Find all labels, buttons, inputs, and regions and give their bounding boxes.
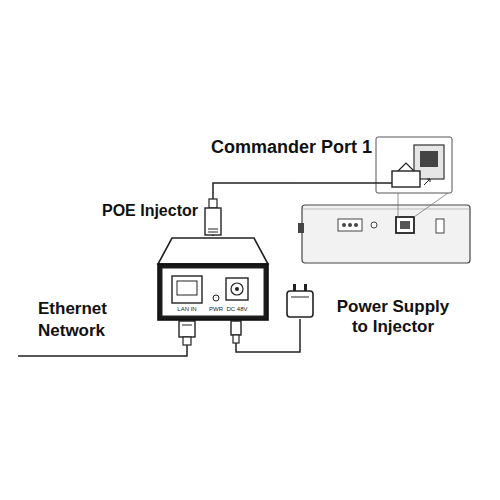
dc-plug-body bbox=[231, 321, 241, 335]
terminal-screw bbox=[354, 223, 358, 227]
dc-jack-ring bbox=[231, 283, 243, 295]
terminal-block bbox=[338, 219, 362, 231]
inset-port-opening bbox=[420, 151, 438, 167]
lan-port bbox=[172, 276, 202, 303]
adapter-body bbox=[287, 291, 313, 317]
dc-jack bbox=[226, 278, 248, 300]
rj45-plug-lan bbox=[179, 321, 195, 345]
injector-heading: POE Injector bbox=[102, 202, 198, 220]
lan-port-opening bbox=[177, 281, 197, 295]
dc-plug bbox=[231, 321, 241, 343]
injector-top bbox=[158, 238, 268, 264]
ethernet-port bbox=[396, 217, 414, 233]
plug-contacts bbox=[182, 325, 192, 326]
status-led bbox=[371, 222, 377, 228]
power-adapter-outline bbox=[283, 283, 317, 319]
terminal-screw bbox=[342, 223, 346, 227]
dc-jack-pin bbox=[235, 287, 239, 291]
power-led bbox=[213, 295, 219, 301]
device-heading: Commander Port 1 bbox=[211, 137, 372, 158]
poe-injector: POE InjectorLAN INPWRDC 48V bbox=[158, 236, 268, 320]
port-label: LAN IN bbox=[177, 306, 196, 312]
plug-contacts bbox=[208, 229, 218, 230]
adapter-detail bbox=[291, 297, 309, 298]
power-adapter: Power Supply to Injector bbox=[283, 283, 317, 319]
adapter-heading: Power Supply to Injector bbox=[327, 297, 459, 336]
insert-arrow bbox=[424, 179, 430, 185]
injector-panel bbox=[162, 268, 264, 316]
plug-tab bbox=[398, 163, 414, 171]
device-body bbox=[302, 205, 470, 263]
plug-body bbox=[205, 208, 221, 235]
port-opening bbox=[400, 221, 410, 229]
terminal-screw bbox=[348, 223, 352, 227]
led-label: PWR bbox=[209, 306, 223, 312]
device-edge bbox=[303, 209, 469, 210]
rj45-plug-top bbox=[205, 199, 221, 235]
injector-front bbox=[158, 264, 268, 320]
zoom-line bbox=[398, 193, 399, 217]
dc-plug-boot bbox=[233, 335, 239, 343]
plug-boot bbox=[209, 199, 217, 208]
cable-connector bbox=[213, 183, 298, 236]
inset-plug bbox=[392, 171, 420, 187]
cable-continuation bbox=[298, 182, 392, 184]
plug-boot bbox=[183, 337, 191, 345]
ethernet-wire bbox=[18, 345, 187, 356]
plug-body bbox=[179, 321, 195, 337]
zoom-line bbox=[414, 193, 448, 217]
antenna-connector bbox=[298, 223, 304, 233]
jack-label: DC 48V bbox=[226, 306, 247, 312]
commander-device: Commander Port 1 bbox=[298, 135, 472, 270]
plug-contacts bbox=[208, 232, 218, 233]
network-label: Ethernet Network bbox=[38, 298, 128, 342]
zoom-inset bbox=[376, 137, 452, 193]
usb-port bbox=[436, 219, 444, 233]
cable-connector bbox=[236, 319, 300, 352]
